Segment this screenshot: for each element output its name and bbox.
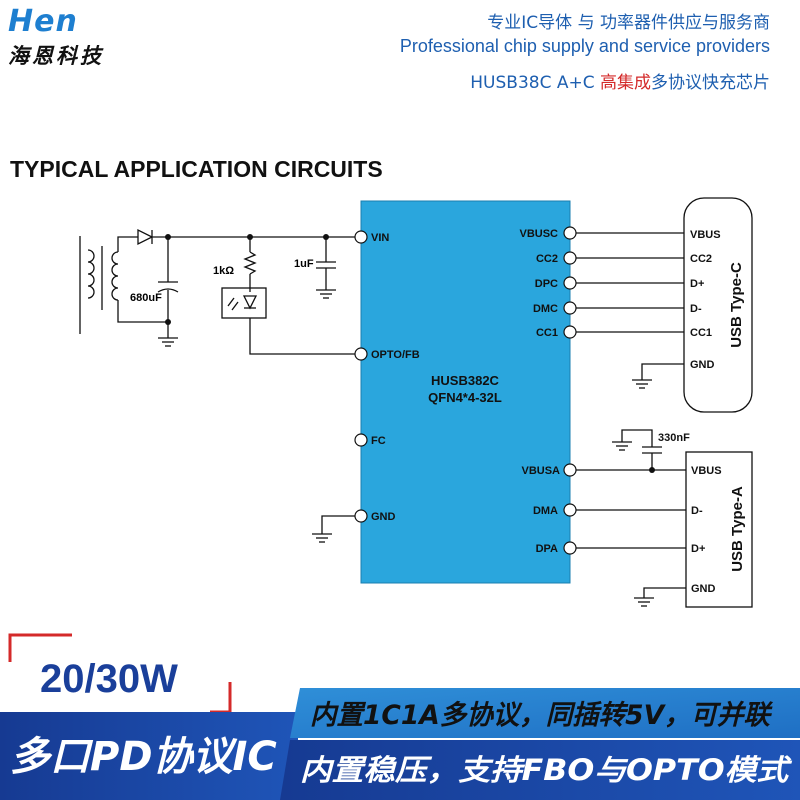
pin-label-dmc: DMC bbox=[533, 303, 558, 315]
bulk-cap-plate-2 bbox=[157, 288, 179, 293]
typec-pin-dminus: D- bbox=[690, 303, 702, 315]
typea-pin-vbus: VBUS bbox=[691, 465, 722, 477]
typec-pin-vbus: VBUS bbox=[690, 229, 721, 241]
pin-dmc-marker bbox=[563, 301, 577, 315]
usb-typea-connector bbox=[685, 451, 753, 608]
label-r1: 1kΩ bbox=[213, 265, 234, 277]
opto-arrow-1 bbox=[227, 297, 235, 307]
typea-pin-dplus: D+ bbox=[691, 543, 705, 555]
header-tagline-cn: 专业IC导体 与 功率器件供应与服务商 bbox=[487, 13, 770, 33]
corner-bracket-bottom bbox=[210, 682, 232, 714]
typec-pin-cc2: CC2 bbox=[690, 253, 712, 265]
label-cin: 1uF bbox=[294, 258, 314, 270]
optocoupler-box bbox=[221, 287, 267, 319]
transformer-primary bbox=[87, 249, 95, 299]
chip-package: QFN4*4-32L bbox=[428, 390, 502, 405]
chip-body bbox=[360, 200, 571, 584]
usb-typec-connector bbox=[683, 197, 753, 413]
promo-title: 多口PD协议IC bbox=[10, 734, 277, 780]
promo-feature-2: 内置稳压，支持FBO与OPTO模式 bbox=[300, 753, 792, 787]
wire-typea-gnd bbox=[643, 587, 686, 598]
brand-name-cn: 海恩科技 bbox=[8, 43, 104, 68]
pin-cc1-marker bbox=[563, 325, 577, 339]
label-cout: 330nF bbox=[658, 432, 690, 444]
typec-pin-gnd: GND bbox=[690, 359, 715, 371]
transformer-secondary bbox=[111, 251, 119, 301]
label-bulk-cap: 680uF bbox=[130, 292, 162, 304]
brand-logo: Hen bbox=[8, 4, 78, 39]
rectifier-diode bbox=[137, 228, 154, 246]
chip-name: HUSB382C bbox=[431, 373, 500, 388]
promo-power: 20/30W bbox=[40, 657, 178, 701]
pin-vin-marker bbox=[354, 230, 368, 244]
product-model: HUSB38C A+C bbox=[470, 73, 600, 93]
pin-fc-marker bbox=[354, 433, 368, 447]
typec-pin-dplus: D+ bbox=[690, 278, 704, 290]
typea-pin-gnd: GND bbox=[691, 583, 716, 595]
product-highlight: 高集成 bbox=[600, 73, 651, 93]
feature-stripe-1 bbox=[290, 688, 800, 738]
pin-label-vbusc: VBUSC bbox=[519, 228, 558, 240]
junction-bulk bbox=[165, 234, 171, 240]
header-product-line: HUSB38C A+C 高集成多协议快充芯片 bbox=[470, 68, 770, 93]
wire-sec-bottom bbox=[117, 300, 168, 323]
pin-gnd-marker bbox=[354, 509, 368, 523]
wire-cout-gnd bbox=[621, 429, 653, 447]
typec-pin-cc1: CC1 bbox=[690, 327, 712, 339]
pin-label-vbusa: VBUSA bbox=[521, 465, 560, 477]
wire-gnd-pin bbox=[321, 515, 355, 534]
pin-label-fc: FC bbox=[371, 435, 386, 447]
title-box bbox=[0, 712, 298, 800]
pin-label-dma: DMA bbox=[533, 505, 558, 517]
opto-led bbox=[242, 295, 258, 310]
promo-feature-1: 内置1C1A多协议，同插转5V，可并联 bbox=[310, 700, 774, 731]
opto-arrow-2 bbox=[231, 301, 239, 311]
promo-banner: 20/30W 多口PD协议IC 内置1C1A多协议，同插转5V，可并联 内置稳压… bbox=[0, 633, 800, 800]
typec-label: USB Type-C bbox=[728, 262, 745, 348]
typea-label: USB Type-A bbox=[729, 486, 746, 572]
wire-sec-top bbox=[117, 236, 138, 252]
pin-label-cc1: CC1 bbox=[536, 327, 558, 339]
pin-vbusc-marker bbox=[563, 226, 577, 240]
pin-dpa-marker bbox=[563, 541, 577, 555]
junction-cin bbox=[323, 234, 329, 240]
wire-opto-fb bbox=[249, 318, 355, 355]
pin-dpc-marker bbox=[563, 276, 577, 290]
section-title: TYPICAL APPLICATION CIRCUITS bbox=[10, 156, 383, 182]
header-tagline-en: Professional chip supply and service pro… bbox=[399, 36, 770, 56]
pin-vbusa-marker bbox=[563, 463, 577, 477]
resistor-r1 bbox=[243, 251, 257, 275]
application-circuit: 1kΩ 1uF 680uF HUSB382C QFN4*4-32L VIN OP… bbox=[79, 197, 753, 608]
wire-typec-gnd bbox=[641, 363, 684, 380]
pin-label-dpa: DPA bbox=[536, 543, 558, 555]
typea-pin-dminus: D- bbox=[691, 505, 703, 517]
pin-label-dpc: DPC bbox=[535, 278, 558, 290]
pin-dma-marker bbox=[563, 503, 577, 517]
junction-r1 bbox=[247, 234, 253, 240]
pin-opto-fb-marker bbox=[354, 347, 368, 361]
pin-label-opto-fb: OPTO/FB bbox=[371, 349, 420, 361]
pin-label-cc2: CC2 bbox=[536, 253, 558, 265]
corner-bracket-top bbox=[8, 633, 72, 662]
pin-label-gnd: GND bbox=[371, 511, 396, 523]
pin-cc2-marker bbox=[563, 251, 577, 265]
feature-stripe-2 bbox=[280, 740, 800, 800]
pin-label-vin: VIN bbox=[371, 232, 389, 244]
product-desc: 多协议快充芯片 bbox=[651, 73, 770, 93]
junction-bulk-gnd bbox=[165, 319, 171, 325]
